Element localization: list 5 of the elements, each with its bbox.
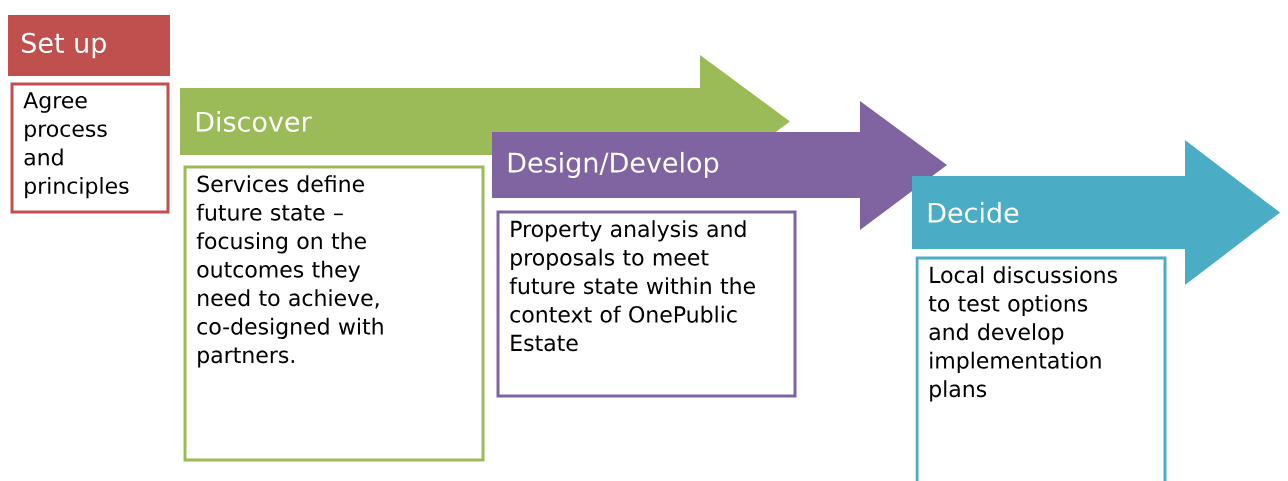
text-box: Property analysis and proposals to meet future state within the context of OnePublic Estate [496, 210, 797, 398]
text-box: Services define future state – focusing on the outcomes they need to achieve, co-designed with partners. [183, 165, 485, 462]
text-box: Agree process and principles [10, 82, 170, 214]
stage-header: Set up [8, 15, 170, 76]
text-box: Local discussions to test options and develop implementation plans [915, 256, 1167, 481]
